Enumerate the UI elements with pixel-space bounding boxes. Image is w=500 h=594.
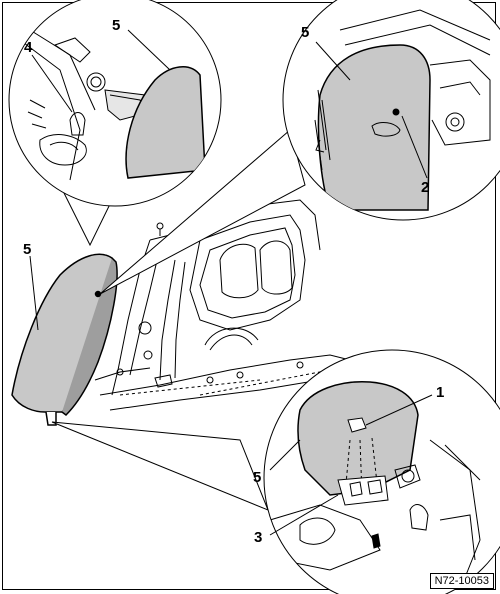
- trim-panel-main: [11, 253, 118, 426]
- detail-circle-top-right: [99, 0, 500, 295]
- callout-4-top-left: 4: [24, 39, 33, 56]
- detail-circle-top-left: [8, 0, 222, 247]
- detail-circle-bottom-right: [51, 349, 500, 594]
- callout-5-main: 5: [23, 241, 32, 258]
- pin-fastener: [156, 222, 164, 236]
- figure-id: N72-10053: [429, 573, 494, 589]
- callout-2-top-right: 2: [421, 179, 430, 196]
- callout-5-top-left: 5: [112, 17, 121, 34]
- callout-5-top-right: 5: [301, 24, 310, 41]
- leader-lines: [29, 29, 433, 536]
- callout-3-bottom-right: 3: [254, 529, 263, 546]
- callout-1-bottom-right: 1: [436, 384, 445, 401]
- diagram-frame: [2, 2, 496, 590]
- callout-5-bottom-right: 5: [253, 469, 262, 486]
